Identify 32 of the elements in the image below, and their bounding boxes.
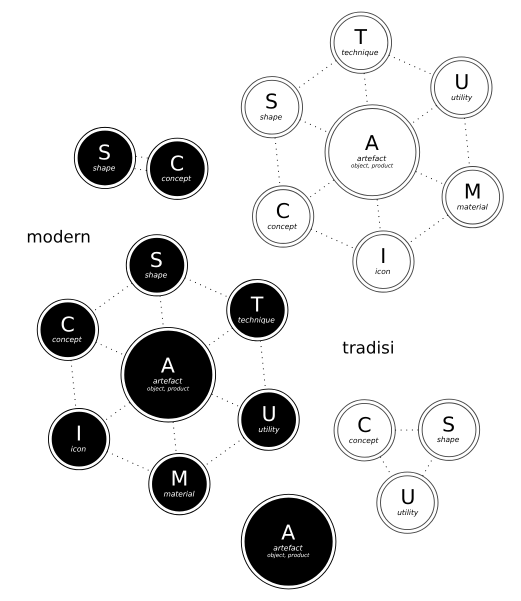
node-circle: S shape bbox=[125, 234, 188, 296]
connector bbox=[414, 171, 444, 185]
node-circle: U utility bbox=[430, 56, 492, 119]
label: modern bbox=[26, 227, 90, 246]
node-circle: T technique bbox=[329, 12, 392, 74]
connector bbox=[388, 54, 434, 76]
connector bbox=[408, 214, 448, 244]
connector bbox=[134, 156, 148, 159]
connector bbox=[103, 402, 130, 422]
connector bbox=[394, 430, 418, 431]
node-circle: T technique bbox=[226, 279, 288, 342]
node-circle: M material bbox=[148, 453, 210, 516]
connector bbox=[310, 228, 356, 250]
label: tradisi bbox=[342, 338, 394, 358]
connector bbox=[210, 394, 240, 408]
node-circle: I icon bbox=[352, 230, 414, 293]
connector bbox=[184, 277, 230, 298]
node-circle: C concept bbox=[333, 399, 396, 462]
node-circle: C concept bbox=[252, 185, 314, 248]
connector bbox=[307, 180, 334, 199]
connector bbox=[172, 422, 176, 454]
node-circle: C concept bbox=[36, 298, 98, 361]
node-circle: S shape bbox=[240, 76, 302, 138]
connector bbox=[106, 451, 152, 472]
node-circle: M material bbox=[441, 166, 504, 228]
node-circle: U utility bbox=[376, 472, 438, 534]
connector bbox=[132, 168, 147, 171]
node-circle: U utility bbox=[237, 388, 300, 451]
node-circle: S shape bbox=[417, 398, 480, 461]
node-circle: S shape bbox=[73, 126, 136, 190]
node-circle: C concept bbox=[146, 138, 208, 200]
node-circle: I icon bbox=[48, 408, 110, 470]
